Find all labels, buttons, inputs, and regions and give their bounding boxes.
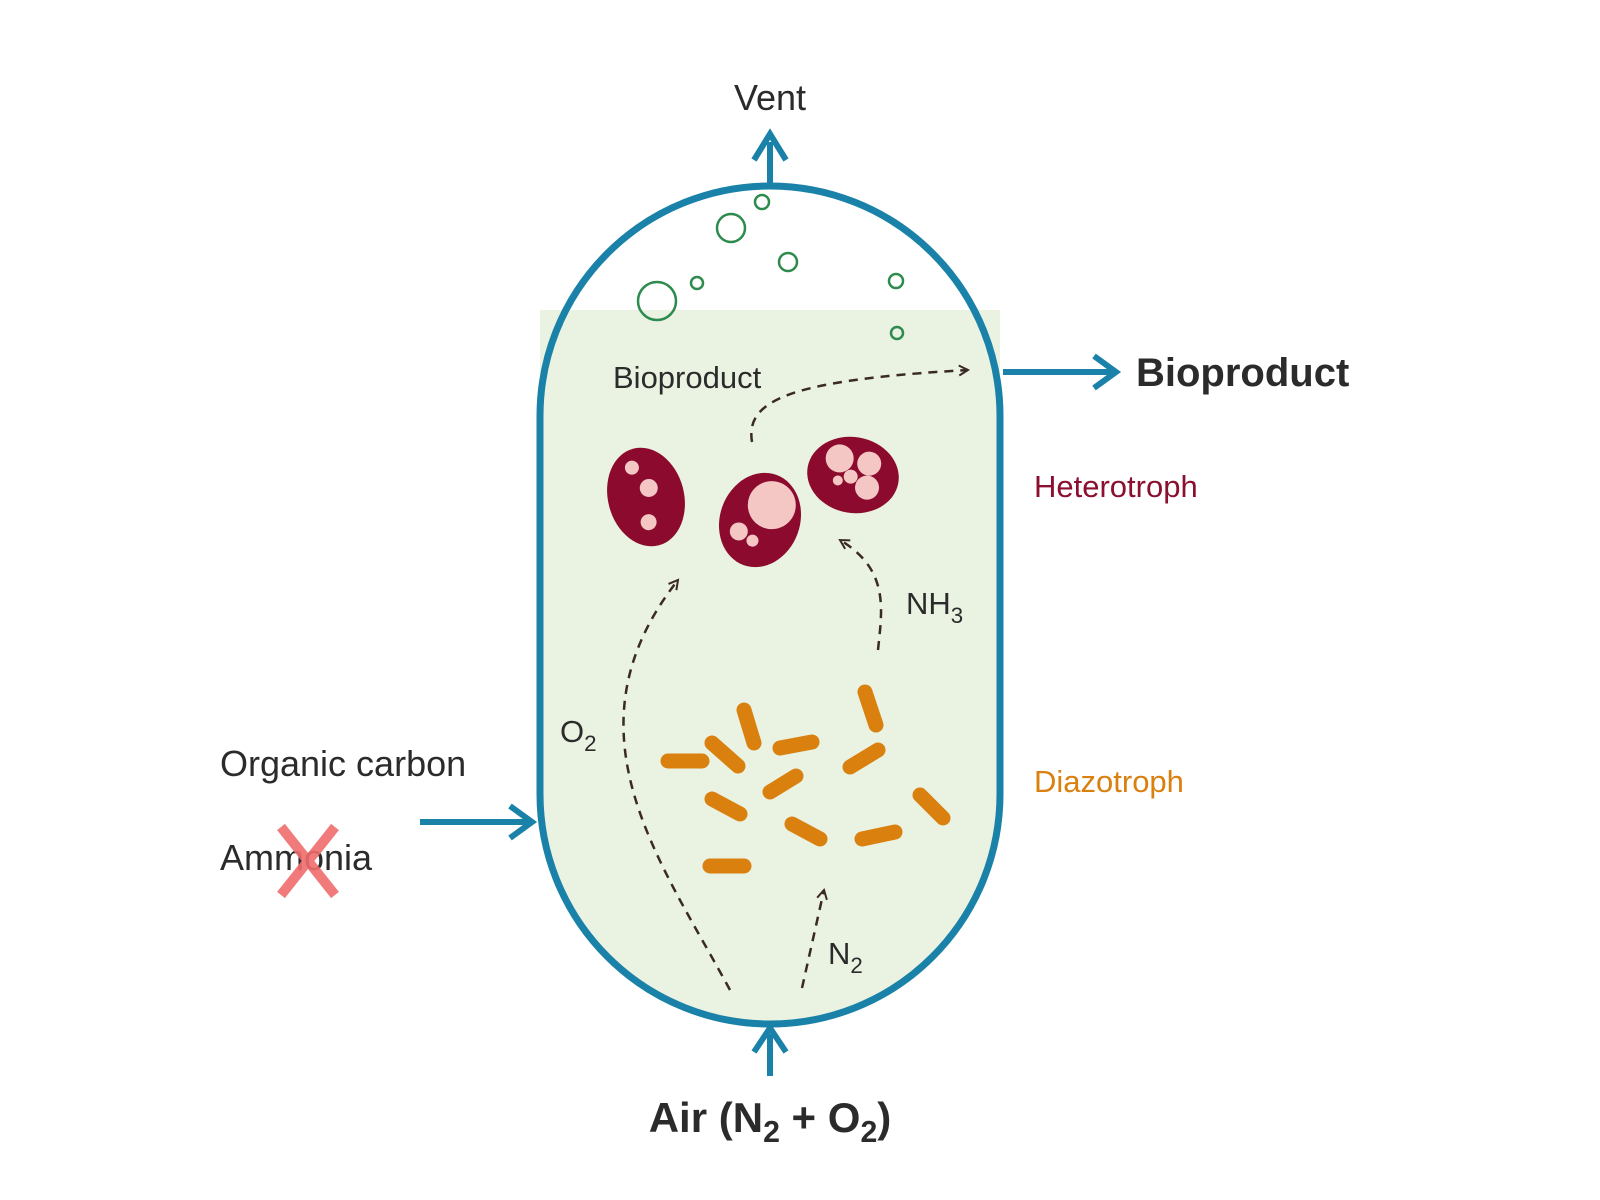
bioproduct-output-label: Bioproduct [1136, 351, 1349, 395]
n2-dashed-arrow [800, 890, 824, 989]
bubble [636, 280, 678, 322]
heterotroph-cell [807, 436, 899, 514]
bioproduct-inner-label: Bioproduct [613, 360, 762, 395]
diazotroph-cell [842, 742, 886, 775]
bioproduct-dashed-arrow [750, 370, 968, 443]
heterotroph-label: Heterotroph [1034, 469, 1198, 504]
diazotroph-cell [772, 734, 820, 756]
diazotroph-cell [854, 824, 903, 847]
diazotroph-label: Diazotroph [1034, 764, 1184, 799]
diazotroph-cell [784, 816, 828, 847]
diazotroph-cell [912, 787, 951, 826]
diazotroph-cells [660, 684, 951, 874]
bubble [887, 272, 905, 290]
input-arrow [420, 803, 538, 841]
bubble [715, 212, 747, 244]
o2-label: O2 [560, 714, 597, 756]
heterotroph-cells [607, 436, 899, 568]
diazotroph-cell [857, 684, 884, 733]
nh3-label: NH3 [906, 586, 963, 628]
organic-carbon-label: Organic carbon [220, 743, 466, 784]
air-inlet-arrow [751, 1022, 789, 1076]
vent-label: Vent [734, 77, 806, 118]
bubble [753, 193, 771, 211]
bubble [777, 251, 799, 273]
diazotroph-cell [762, 768, 804, 800]
diazotroph-cell [704, 791, 748, 822]
bubble [889, 325, 905, 341]
gas-bubbles [636, 193, 905, 341]
air-label: Air (N2 + O2) [649, 1094, 892, 1149]
diazotroph-cell [736, 702, 762, 751]
o2-dashed-arrow [622, 580, 732, 991]
heterotroph-cell [718, 472, 802, 568]
heterotroph-cell [607, 447, 685, 547]
bioproduct-outlet-arrow [1003, 353, 1122, 391]
vent-arrow [751, 128, 789, 184]
liquid-fill [540, 310, 1000, 1024]
diazotroph-cell [704, 735, 746, 774]
n2-label: N2 [828, 936, 863, 978]
red-x-icon [277, 823, 339, 899]
bubble [689, 275, 705, 291]
